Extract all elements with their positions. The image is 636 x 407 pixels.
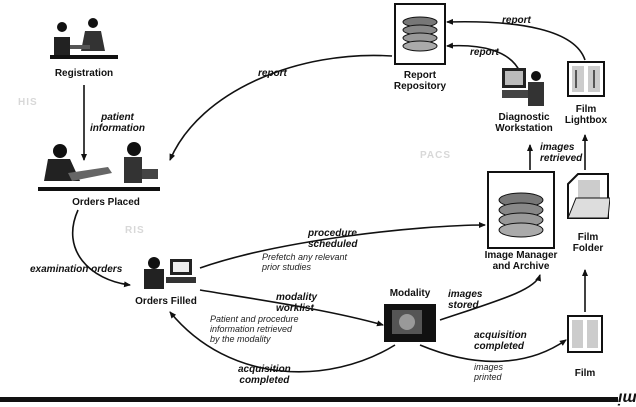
image-manager-archive-icon <box>487 171 555 249</box>
arrow-orders-placed-to-orders-filled <box>72 209 131 288</box>
modality-label: Modality <box>389 288 431 299</box>
image-manager-label: Image Manager and Archive <box>484 250 558 272</box>
arrow-modality-to-image-manager <box>439 274 541 321</box>
edge-label-acquisition-completed-left: acquisition completed <box>238 364 291 386</box>
modality-scanner-icon <box>384 304 436 342</box>
edge-label-procedure-scheduled: procedure scheduled <box>308 228 358 250</box>
edge-label-report-top: report <box>502 15 531 26</box>
orders-placed-label: Orders Placed <box>72 197 140 208</box>
film-lightbox-icon <box>567 61 605 97</box>
film-lightbox-label: Film Lightbox <box>564 104 608 126</box>
diagnostic-workstation-icon <box>502 68 544 106</box>
diagnostic-workstation-label: Diagnostic Workstation <box>495 112 553 134</box>
arrow-modality-to-film <box>419 339 567 363</box>
arrow-workstation-to-repository <box>446 42 521 73</box>
arrow-film-lightbox-to-repository <box>446 18 586 61</box>
edge-label-examination-orders: examination orders <box>30 264 123 275</box>
edge-label-report-left: report <box>258 68 287 79</box>
bottom-rule <box>0 397 618 402</box>
film-sheet-icon <box>567 315 603 353</box>
edge-label-report-mid: report <box>470 47 499 58</box>
edge-label-images-retrieved: images retrieved <box>540 142 583 164</box>
orders-filled-workstation-icon <box>144 257 196 289</box>
arrow-repository-to-orders-placed <box>169 54 393 161</box>
registration-label: Registration <box>54 68 114 79</box>
arrow-modality-to-orders-filled <box>169 311 396 373</box>
edge-label-acquisition-completed-right: acquisition completed <box>474 330 527 352</box>
arrow-orders-filled-to-modality <box>199 289 384 327</box>
arrow-orders-filled-to-image-manager <box>199 222 486 269</box>
film-label: Film <box>574 368 596 379</box>
ghost-mark-1: HIS <box>18 97 38 108</box>
registration-people-icon <box>50 18 118 59</box>
orders-filled-label: Orders Filled <box>135 296 197 307</box>
note-patient-procedure: Patient and procedure information retrie… <box>210 314 299 344</box>
film-folder-label: Film Folder <box>572 232 604 254</box>
edge-label-images-stored: images stored <box>448 289 483 311</box>
report-repository-label: Report Repository <box>393 70 447 92</box>
corner-logo: ᴉɯɯ <box>618 389 636 406</box>
ghost-mark-3: PACS <box>420 150 452 161</box>
edge-label-images-printed: images printed <box>474 362 504 382</box>
orders-placed-people-icon <box>38 142 160 191</box>
report-repository-disk-icon <box>394 3 446 65</box>
note-prefetch: Prefetch any relevant prior studies <box>262 252 348 272</box>
edge-label-patient-information: patient information <box>90 112 145 134</box>
ghost-mark-2: RIS <box>125 225 145 236</box>
edge-label-modality-worklist: modality worklist <box>276 292 318 314</box>
film-folder-icon <box>567 173 610 219</box>
